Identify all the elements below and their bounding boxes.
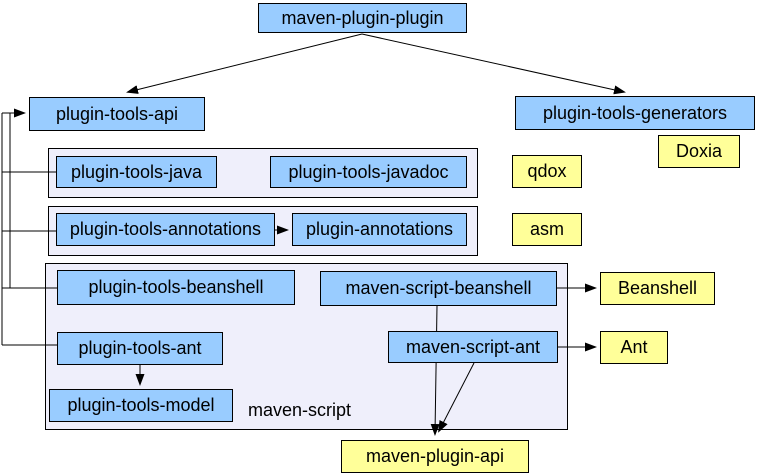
node-asm: asm: [512, 213, 582, 246]
node-plugin-tools-annotations: plugin-tools-annotations: [56, 213, 275, 246]
node-doxia: Doxia: [658, 135, 740, 168]
edge-plugin-to-generators: [361, 33, 626, 95]
node-plugin-tools-generators: plugin-tools-generators: [515, 96, 755, 130]
node-plugin-tools-beanshell: plugin-tools-beanshell: [57, 270, 295, 305]
node-maven-script-ant: maven-script-ant: [388, 331, 558, 363]
node-plugin-tools-ant: plugin-tools-ant: [57, 332, 223, 365]
node-maven-plugin-api: maven-plugin-api: [341, 440, 529, 473]
node-plugin-tools-model: plugin-tools-model: [49, 389, 233, 422]
node-maven-script-beanshell: maven-script-beanshell: [320, 271, 557, 306]
node-maven-plugin-plugin: maven-plugin-plugin: [258, 3, 467, 33]
node-plugin-annotations: plugin-annotations: [292, 213, 467, 246]
node-plugin-tools-java: plugin-tools-java: [56, 156, 217, 188]
node-plugin-tools-api: plugin-tools-api: [29, 97, 205, 131]
group-label-maven-script: maven-script: [248, 400, 352, 420]
node-qdox: qdox: [512, 155, 582, 188]
node-plugin-tools-javadoc: plugin-tools-javadoc: [270, 156, 467, 188]
node-ant: Ant: [600, 331, 668, 364]
node-beanshell: Beanshell: [600, 272, 715, 305]
edge-plugin-to-tools-api: [126, 33, 363, 94]
